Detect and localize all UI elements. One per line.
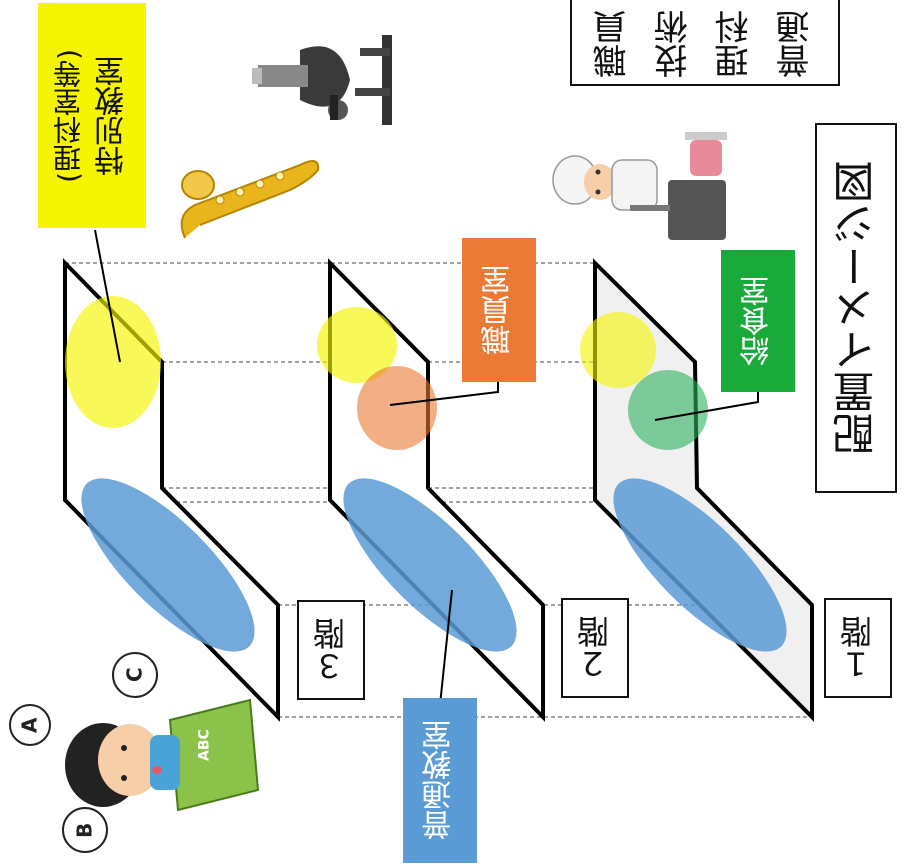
normal-room-zone-1f (613, 478, 787, 652)
floor-1-label: １階 (824, 598, 892, 698)
bubble-b-label: B (72, 822, 97, 838)
legend-line-1: 主な (837, 10, 840, 78)
book-text: ABC (196, 729, 213, 761)
floor-3-label: ３階 (297, 600, 365, 700)
microscope-icon (252, 35, 392, 125)
floor-1-plate (580, 258, 814, 722)
normal-room-zone-2f (343, 478, 517, 652)
special-room-zone-2f (317, 307, 397, 383)
cook-icon (552, 132, 727, 240)
bubble-a-label: A (17, 717, 42, 733)
saxophone-icon (180, 160, 320, 239)
legend-line-2: 普通 (776, 10, 816, 78)
staff-room-label: 職員室 (462, 238, 536, 382)
special-room-zone-3f (65, 296, 161, 428)
speech-bubble-icons (9, 652, 158, 853)
special-room-zone-1f (580, 312, 656, 388)
floor-3-plate (63, 258, 280, 722)
legend-box: 主な 普通 理科 技術 職員 (570, 0, 840, 86)
legend-line-5: 職員 (593, 10, 633, 78)
bubble-c-label: C (122, 667, 147, 683)
normal-room-label: 普通教室 (403, 698, 477, 863)
staff-room-zone (357, 366, 437, 450)
diagram-title: 配置イメージ図 (815, 123, 897, 493)
boy-reading-icon (9, 652, 260, 853)
legend-line-4: 技術 (654, 10, 694, 78)
floor-2-plate (317, 258, 545, 722)
kitchen-zone (628, 370, 708, 450)
special-room-label: 特別教室 (理科室等) (38, 3, 146, 228)
kitchen-label: 給食室 (721, 250, 795, 392)
special-room-label-line2: (理科室等) (52, 48, 85, 183)
leader-lines (94, 229, 759, 706)
normal-room-zone-3f (81, 478, 255, 652)
special-room-label-line1: 特別教室 (95, 55, 130, 176)
legend-line-3: 理科 (715, 10, 755, 78)
floor-2-label: ２階 (561, 598, 629, 698)
